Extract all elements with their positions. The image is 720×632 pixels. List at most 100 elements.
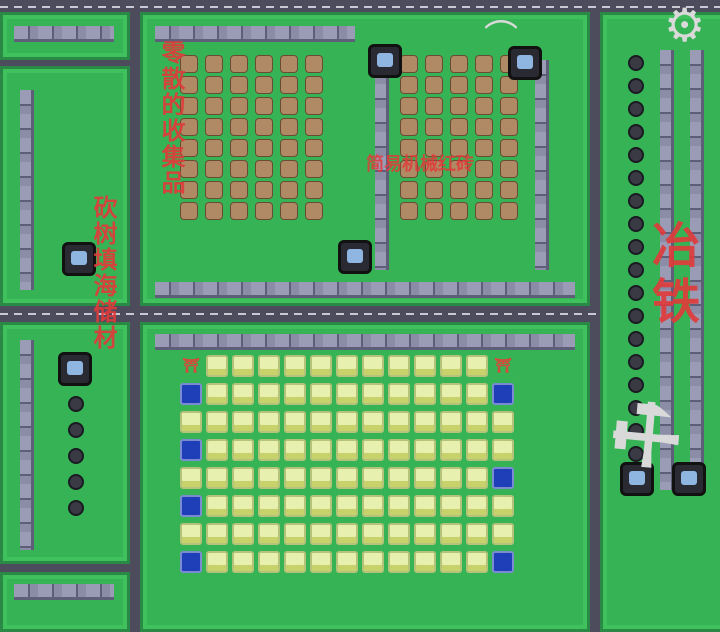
road-marking <box>0 6 720 8</box>
greenhouse-tile <box>310 551 332 573</box>
greenhouse-tile <box>492 383 514 405</box>
collectible-item <box>205 160 223 178</box>
greenhouse-tile <box>362 551 384 573</box>
iron-ore <box>628 216 644 232</box>
machine[interactable] <box>62 242 96 276</box>
collectible-item <box>180 97 198 115</box>
greenhouse-tile <box>232 383 254 405</box>
collectible-item <box>280 181 298 199</box>
machine-part <box>475 181 493 199</box>
stone <box>68 474 84 490</box>
greenhouse-tile <box>180 439 202 461</box>
stone <box>68 500 84 516</box>
greenhouse-tile <box>232 467 254 489</box>
wall <box>690 50 704 490</box>
collectible-item <box>305 139 323 157</box>
greenhouse-tile <box>388 383 410 405</box>
label-lumber: 砍树填海储材 <box>89 195 117 351</box>
greenhouse-tile <box>440 551 462 573</box>
wall <box>155 26 355 42</box>
machine[interactable] <box>672 462 706 496</box>
greenhouse-tile <box>284 467 306 489</box>
collectible-item <box>305 181 323 199</box>
wall <box>14 26 114 42</box>
greenhouse-tile <box>258 439 280 461</box>
machine-part <box>500 118 518 136</box>
greenhouse-tile <box>336 551 358 573</box>
machining-grid <box>400 55 522 220</box>
machine[interactable] <box>620 462 654 496</box>
greenhouse-tile <box>206 495 228 517</box>
wall <box>155 282 575 298</box>
greenhouse-grid: ⛩⛩ <box>180 355 514 573</box>
machine-part <box>475 202 493 220</box>
collectible-item <box>205 76 223 94</box>
machine-part <box>425 76 443 94</box>
collectible-item <box>255 118 273 136</box>
greenhouse-tile <box>258 551 280 573</box>
collectible-item <box>205 202 223 220</box>
greenhouse-tile <box>310 495 332 517</box>
greenhouse-tile <box>414 495 436 517</box>
machine-part <box>500 139 518 157</box>
iron-ore <box>628 446 644 462</box>
greenhouse-tile <box>310 439 332 461</box>
greenhouse-tile <box>466 439 488 461</box>
greenhouse-tile <box>492 551 514 573</box>
wall <box>20 90 34 290</box>
greenhouse-tile <box>284 383 306 405</box>
machine-part <box>500 160 518 178</box>
greenhouse-tile <box>336 523 358 545</box>
conveyor <box>535 60 549 270</box>
greenhouse-tile <box>466 551 488 573</box>
collectible-item <box>230 76 248 94</box>
greenhouse-tile <box>388 467 410 489</box>
iron-ore <box>628 78 644 94</box>
greenhouse-tile <box>180 467 202 489</box>
machine[interactable] <box>58 352 92 386</box>
machine[interactable] <box>368 44 402 78</box>
greenhouse-tile <box>466 495 488 517</box>
plot-bottom-left[interactable] <box>0 572 130 632</box>
greenhouse-tile <box>310 383 332 405</box>
stone <box>68 422 84 438</box>
machine-part <box>425 160 443 178</box>
machine-part <box>400 76 418 94</box>
machine[interactable] <box>508 46 542 80</box>
greenhouse-tile <box>232 355 254 377</box>
iron-ore <box>628 308 644 324</box>
greenhouse-tile <box>414 551 436 573</box>
machine-part <box>425 55 443 73</box>
greenhouse-tile <box>362 383 384 405</box>
machine-part <box>450 202 468 220</box>
machine[interactable] <box>338 240 372 274</box>
greenhouse-tile <box>284 523 306 545</box>
machine-part <box>500 202 518 220</box>
machine-part <box>425 202 443 220</box>
greenhouse-tile <box>492 411 514 433</box>
greenhouse-tile <box>362 495 384 517</box>
machine-part <box>425 118 443 136</box>
greenhouse-tile <box>440 383 462 405</box>
greenhouse-tile <box>258 383 280 405</box>
greenhouse-tile <box>180 523 202 545</box>
collectible-item <box>205 139 223 157</box>
iron-ore <box>628 170 644 186</box>
road-marking <box>0 313 720 315</box>
greenhouse-tile <box>310 467 332 489</box>
collectible-item <box>280 118 298 136</box>
greenhouse-tile <box>336 383 358 405</box>
label-collectibles: 零散的收集品 <box>157 40 185 196</box>
greenhouse-tile <box>440 523 462 545</box>
collectible-item <box>255 181 273 199</box>
collectible-item <box>280 55 298 73</box>
label-machining: 简易机械红砖 <box>366 154 474 175</box>
greenhouse-tile <box>336 439 358 461</box>
greenhouse-tile <box>336 467 358 489</box>
machine-part <box>400 118 418 136</box>
gear-icon[interactable]: ⚙ <box>664 0 706 52</box>
greenhouse-tile <box>206 411 228 433</box>
machine-part <box>500 181 518 199</box>
signal-icon[interactable]: ⌒ <box>484 18 518 58</box>
greenhouse-tile <box>414 355 436 377</box>
